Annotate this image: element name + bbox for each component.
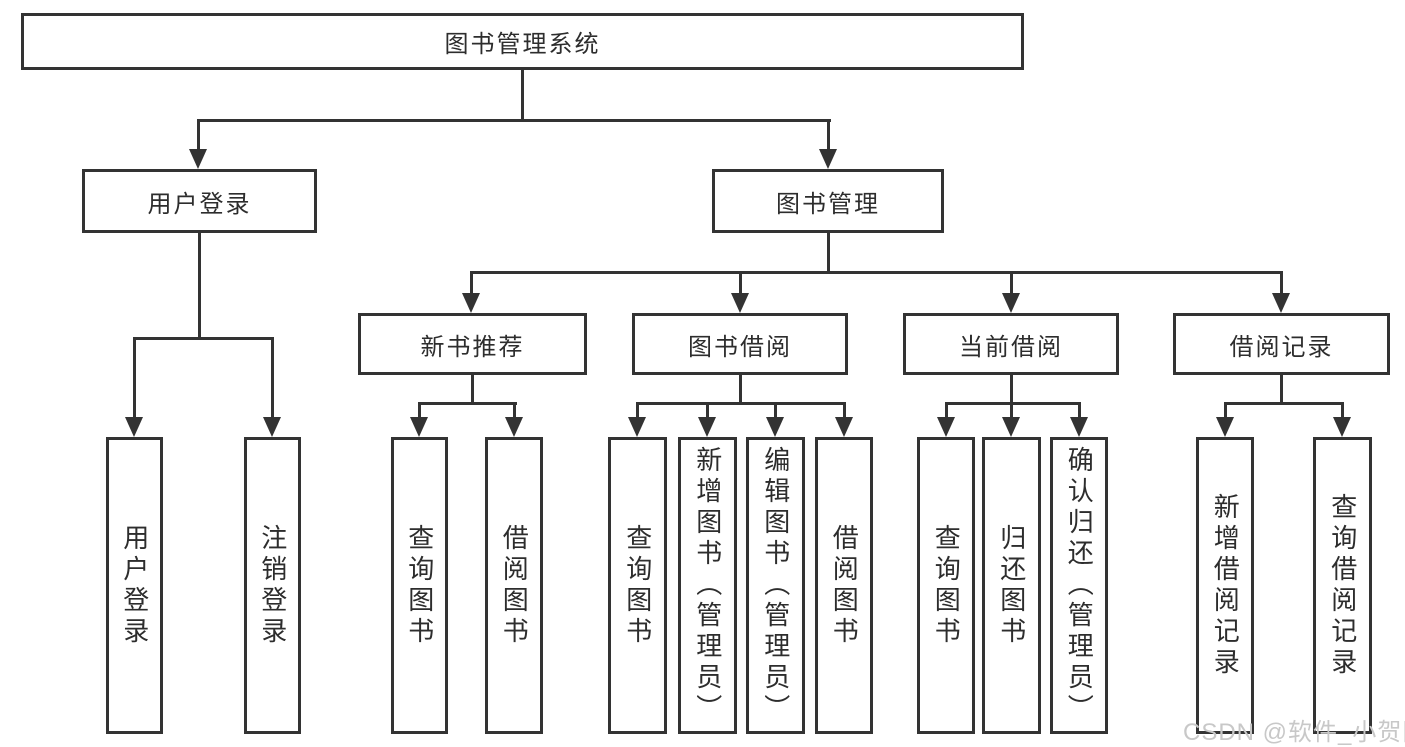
- node-leaf-query-books-current: 查询图书: [917, 437, 975, 734]
- connector-line: [418, 402, 421, 419]
- connector-line: [739, 375, 742, 405]
- arrow-down-icon: [1216, 417, 1234, 437]
- node-leaf-return-books: 归还图书: [982, 437, 1041, 734]
- arrow-down-icon: [766, 417, 784, 437]
- node-label: 图书管理: [776, 190, 880, 218]
- node-label: 图书借阅: [688, 333, 792, 361]
- node-label: 编辑图书（管理员）: [760, 446, 791, 725]
- node-label: 新增借阅记录: [1210, 492, 1241, 679]
- node-label: 借阅记录: [1229, 333, 1334, 361]
- node-leaf-logout: 注销登录: [244, 437, 301, 734]
- connector-line: [945, 402, 1081, 405]
- connector-line: [706, 402, 709, 419]
- node-book-management: 图书管理: [712, 169, 944, 233]
- arrow-down-icon: [731, 293, 749, 313]
- connector-line: [470, 271, 1283, 274]
- connector-line: [418, 402, 517, 405]
- arrow-down-icon: [819, 149, 837, 169]
- connector-line: [1280, 375, 1283, 405]
- node-leaf-add-books-admin: 新增图书（管理员）: [678, 437, 737, 734]
- connector-line: [197, 119, 831, 122]
- arrow-down-icon: [1002, 417, 1020, 437]
- connector-line: [827, 233, 830, 274]
- connector-line: [1341, 402, 1344, 419]
- node-label: 借阅图书: [499, 523, 530, 648]
- connector-line: [739, 271, 742, 297]
- connector-line: [636, 402, 846, 405]
- node-label: 注销登录: [257, 523, 288, 648]
- connector-line: [636, 402, 639, 419]
- arrow-down-icon: [1070, 417, 1088, 437]
- node-leaf-confirm-return-admin: 确认归还（管理员）: [1050, 437, 1108, 734]
- node-leaf-borrow-books-recommend: 借阅图书: [485, 437, 543, 734]
- connector-line: [945, 402, 948, 419]
- node-user-login: 用户登录: [82, 169, 317, 233]
- node-book-borrowing: 图书借阅: [632, 313, 848, 375]
- arrow-down-icon: [937, 417, 955, 437]
- connector-line: [1010, 271, 1013, 297]
- node-borrow-records: 借阅记录: [1173, 313, 1390, 375]
- node-leaf-query-borrow-record: 查询借阅记录: [1313, 437, 1372, 734]
- node-label: 查询图书: [931, 523, 962, 648]
- arrow-down-icon: [125, 417, 143, 437]
- node-label: 查询借阅记录: [1327, 492, 1358, 679]
- node-label: 查询图书: [622, 523, 653, 648]
- node-label: 当前借阅: [959, 333, 1063, 361]
- connector-line: [198, 233, 201, 339]
- node-label: 归还图书: [996, 523, 1027, 648]
- node-leaf-query-books-borrow: 查询图书: [608, 437, 667, 734]
- arrow-down-icon: [263, 417, 281, 437]
- connector-line: [1010, 402, 1013, 419]
- arrow-down-icon: [628, 417, 646, 437]
- node-label: 用户登录: [119, 523, 150, 648]
- arrow-down-icon: [410, 417, 428, 437]
- arrow-down-icon: [1272, 293, 1290, 313]
- node-current-borrowing: 当前借阅: [903, 313, 1119, 375]
- node-label: 新增图书（管理员）: [692, 446, 723, 725]
- connector-line: [1078, 402, 1081, 419]
- arrow-down-icon: [1333, 417, 1351, 437]
- arrow-down-icon: [1002, 293, 1020, 313]
- connector-line: [470, 271, 473, 297]
- connector-line: [521, 70, 524, 121]
- node-leaf-edit-books-admin: 编辑图书（管理员）: [746, 437, 805, 734]
- connector-line: [133, 337, 136, 422]
- connector-line: [774, 402, 777, 419]
- node-label: 新书推荐: [420, 333, 525, 361]
- connector-line: [1224, 402, 1344, 405]
- node-leaf-borrow-books: 借阅图书: [815, 437, 873, 734]
- node-leaf-add-borrow-record: 新增借阅记录: [1196, 437, 1254, 734]
- connector-line: [471, 375, 474, 405]
- node-label: 图书管理系统: [444, 31, 601, 58]
- arrow-down-icon: [835, 417, 853, 437]
- connector-line: [1280, 271, 1283, 297]
- node-label: 借阅图书: [829, 523, 860, 648]
- node-label: 确认归还（管理员）: [1064, 446, 1095, 725]
- connector-line: [271, 337, 274, 422]
- arrow-down-icon: [462, 293, 480, 313]
- connector-line: [827, 119, 830, 153]
- watermark: CSDN @软件_小贺同学: [1183, 719, 1405, 746]
- connector-line: [1224, 402, 1227, 419]
- connector-line: [133, 337, 274, 340]
- node-leaf-query-books-recommend: 查询图书: [391, 437, 448, 734]
- connector-line: [1010, 375, 1013, 405]
- node-leaf-user-login: 用户登录: [106, 437, 163, 734]
- arrow-down-icon: [189, 149, 207, 169]
- connector-line: [197, 119, 200, 153]
- node-root: 图书管理系统: [21, 13, 1024, 70]
- connector-line: [843, 402, 846, 419]
- node-label: 用户登录: [147, 190, 252, 218]
- arrow-down-icon: [505, 417, 523, 437]
- arrow-down-icon: [698, 417, 716, 437]
- node-label: 查询图书: [404, 523, 435, 648]
- node-new-book-recommend: 新书推荐: [358, 313, 587, 375]
- connector-line: [513, 402, 516, 419]
